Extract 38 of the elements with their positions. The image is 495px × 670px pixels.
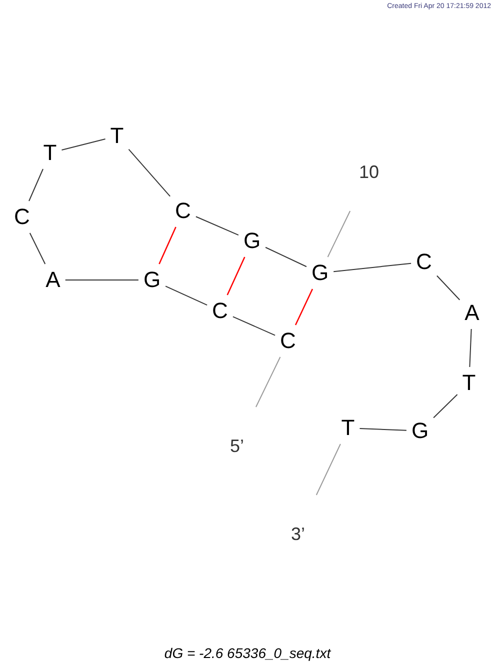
nucleotide-letter: T — [110, 125, 124, 147]
backbone-line — [128, 148, 171, 197]
base-pair-line — [294, 288, 314, 326]
base-pair-line — [158, 226, 176, 264]
backbone-line — [469, 328, 472, 368]
position-label: 10 — [358, 163, 380, 181]
backbone-line — [232, 316, 276, 336]
backbone-line — [333, 262, 412, 272]
backbone-line — [327, 210, 351, 258]
backbone-line — [436, 275, 460, 300]
position-label: 3’ — [291, 525, 305, 543]
position-label: 5’ — [230, 437, 244, 455]
backbone-line — [316, 444, 341, 496]
nucleotide-letter: C — [212, 300, 228, 322]
nucleotide-letter: G — [411, 420, 429, 442]
nucleotide-letter: C — [416, 251, 432, 273]
nucleotide-letter: T — [43, 142, 57, 164]
caption: dG = -2.6 65336_0_seq.txt — [163, 646, 332, 660]
backbone-line — [433, 394, 458, 418]
nucleotide-letter: C — [280, 330, 296, 352]
backbone-line — [265, 246, 307, 268]
backbone-line — [165, 286, 208, 306]
backbone-line — [61, 138, 106, 151]
nucleotide-letter: T — [341, 417, 355, 439]
nucleotide-letter: T — [462, 372, 476, 394]
nucleotide-letter: G — [143, 269, 161, 291]
nucleotide-letter: C — [14, 206, 30, 228]
nucleotide-letter: G — [243, 230, 261, 252]
base-pair-line — [226, 256, 246, 296]
backbone-line — [28, 168, 44, 202]
backbone-line — [29, 232, 46, 264]
nucleotide-letter: A — [46, 269, 60, 291]
nucleotide-letter: C — [175, 200, 191, 222]
backbone-line — [255, 356, 281, 408]
backbone-line — [195, 216, 239, 236]
nucleotide-letter: A — [464, 302, 480, 324]
backbone-line — [359, 428, 407, 431]
nucleotide-letter: G — [311, 262, 329, 284]
